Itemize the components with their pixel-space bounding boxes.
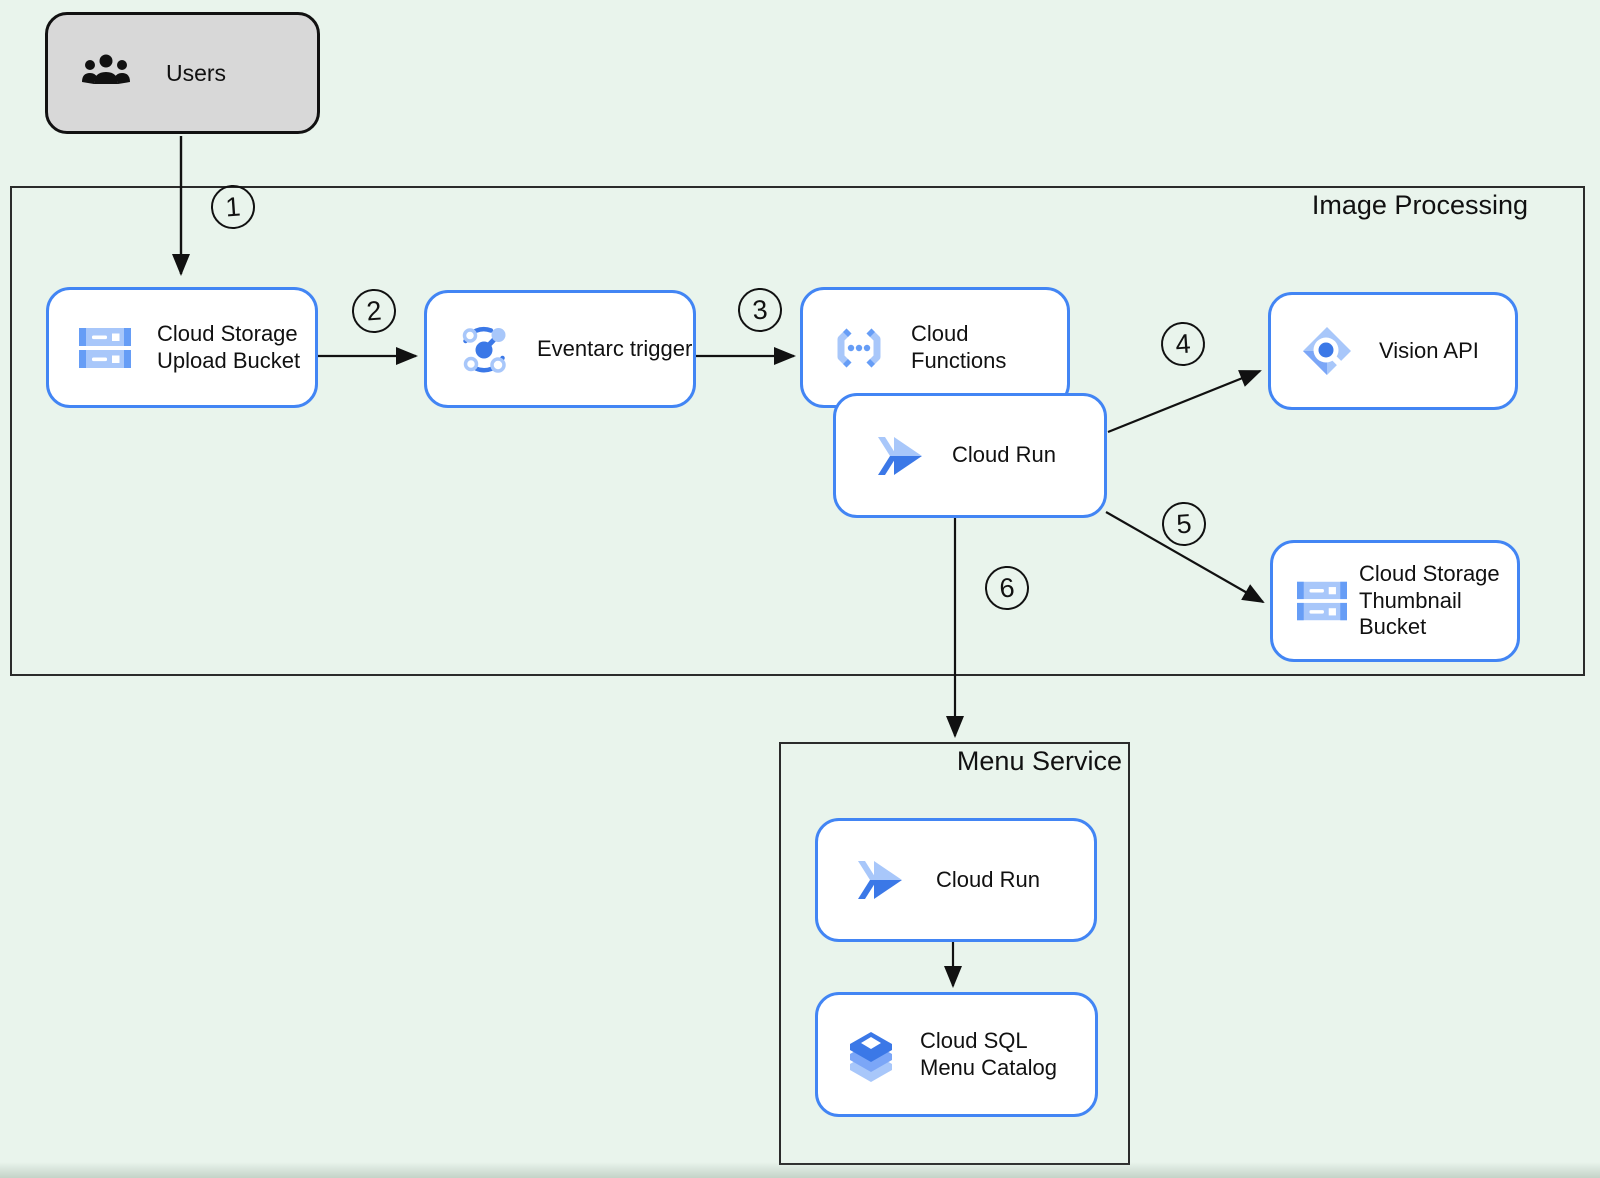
node-cloud-storage-upload-bucket: Cloud Storage Upload Bucket <box>46 287 318 408</box>
image-processing-group: Image Processing <box>10 186 1585 676</box>
node-cloud-run-menu-service: Cloud Run <box>815 818 1097 942</box>
menu-service-title: Menu Service <box>956 746 1122 776</box>
cloud-storage-icon <box>79 325 131 371</box>
node-cloud-run-image-processing: Cloud Run <box>833 393 1107 518</box>
node-cloud-storage-thumbnail-bucket: Cloud Storage Thumbnail Bucket <box>1270 540 1520 662</box>
node-label: Cloud Storage Upload Bucket <box>157 320 301 373</box>
eventarc-icon <box>457 322 511 376</box>
cloud-run-icon <box>856 858 906 902</box>
node-label: Cloud Run <box>952 442 1056 468</box>
node-cloud-sql-menu-catalog: Cloud SQL Menu Catalog <box>815 992 1098 1117</box>
node-users: Users <box>45 12 320 134</box>
node-cloud-functions: Cloud Functions <box>800 287 1070 408</box>
image-processing-title: Image Processing <box>1311 190 1528 220</box>
cloud-functions-icon <box>833 326 885 370</box>
menu-service-group: Menu Service <box>779 742 1130 1165</box>
node-label: Cloud SQL Menu Catalog <box>920 1027 1057 1080</box>
users-icon <box>80 52 132 95</box>
node-vision-api: Vision API <box>1268 292 1518 410</box>
bottom-edge-shadow <box>0 1162 1600 1178</box>
node-label: Cloud Run <box>936 866 1040 892</box>
node-label: Vision API <box>1379 337 1479 363</box>
cloud-storage-icon <box>1297 578 1347 624</box>
node-label: Cloud Storage Thumbnail Bucket <box>1359 560 1500 640</box>
cloud-sql-icon <box>848 1028 894 1082</box>
node-label: Users <box>166 59 227 86</box>
node-label: Cloud Functions <box>911 320 1007 373</box>
cloud-run-icon <box>876 434 926 478</box>
node-eventarc-trigger: Eventarc trigger <box>424 290 696 408</box>
node-label: Eventarc trigger <box>537 335 693 361</box>
vision-api-icon <box>1301 325 1353 377</box>
